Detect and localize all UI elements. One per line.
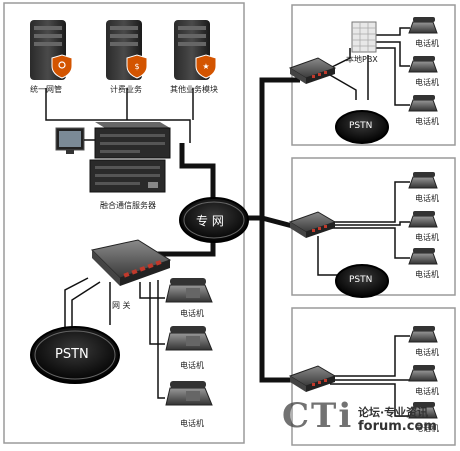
hq-phone-3: [165, 381, 213, 406]
watermark-logo: CTi: [282, 396, 354, 436]
hq-gateway: [90, 239, 172, 286]
core-network-label: 专 网: [196, 214, 224, 228]
dollar-shield-icon: [126, 54, 148, 79]
branch1-phone-1-label: 电话机: [415, 39, 439, 48]
server-bus: [45, 88, 194, 143]
branch3-phone-1-label: 电话机: [415, 348, 439, 357]
hq-pstn-label: PSTN: [55, 347, 89, 362]
mail-shield-icon: [51, 54, 73, 79]
branch2-router: [288, 211, 337, 238]
branch3-phone-2-label: 电话机: [415, 387, 439, 396]
branch2-phone-1-label: 电话机: [415, 194, 439, 203]
branch3-links: [330, 335, 410, 417]
server-unified-mgmt-label: 统一网管: [30, 85, 62, 94]
hq-phone-1: [165, 278, 213, 303]
gateway-label: 网 关: [112, 301, 131, 310]
comm-server-rack: [89, 122, 171, 193]
server-unified-mgmt: [30, 20, 73, 80]
branch3-router: [288, 365, 337, 392]
watermark-line1: 论坛·专业资讯: [358, 406, 429, 419]
branch3-phone-1: [408, 326, 438, 343]
server-other-modules: ★: [174, 20, 217, 80]
branch1-phone-2: [408, 56, 438, 73]
comm-server-label: 融合通信服务器: [100, 201, 156, 210]
server-billing: $: [106, 20, 148, 80]
branch1-pstn-cloud: [335, 110, 389, 144]
branch2-pstn-cloud: [335, 264, 389, 298]
star-shield-icon: [195, 54, 217, 79]
branch1-pstn-label: PSTN: [349, 121, 373, 131]
watermark-line2: forum.com: [358, 419, 437, 434]
hq-pstn-cloud: [30, 326, 120, 384]
svg-text:★: ★: [202, 62, 209, 71]
branch3-phone-3: [408, 402, 438, 419]
branch2-pstn-label: PSTN: [349, 275, 373, 285]
branch1-pbx: [351, 21, 377, 53]
server-other-modules-label: 其他业务模块: [170, 85, 218, 94]
svg-text:$: $: [134, 62, 139, 71]
branch1-router: [288, 57, 337, 84]
branch3-phone-2: [408, 365, 438, 382]
branch2-phone-2-label: 电话机: [415, 233, 439, 242]
hq-phone-2-label: 电话机: [180, 361, 204, 370]
hq-phone-1-label: 电话机: [180, 309, 204, 318]
branch2-links: [317, 181, 410, 276]
hq-gateway-links: [64, 277, 165, 399]
server-billing-label: 计费业务: [110, 85, 142, 94]
monitor-icon: [55, 127, 95, 154]
branch1-pbx-label: 本地PBX: [346, 55, 378, 64]
hq-phone-2: [165, 326, 213, 351]
branch1-phone-2-label: 电话机: [415, 78, 439, 87]
branch2-phone-2: [408, 211, 438, 228]
branch2-phone-3-label: 电话机: [415, 270, 439, 279]
branch3-phone-3-label: 电话机: [415, 424, 439, 433]
branch1-phone-3-label: 电话机: [415, 117, 439, 126]
core-network: [179, 197, 249, 243]
branch1-phone-3: [408, 95, 438, 112]
branch2-phone-1: [408, 172, 438, 189]
branch1-links: [329, 27, 410, 106]
branch2-phone-3: [408, 248, 438, 265]
branch1-phone-1: [408, 17, 438, 34]
hq-phone-3-label: 电话机: [180, 419, 204, 428]
